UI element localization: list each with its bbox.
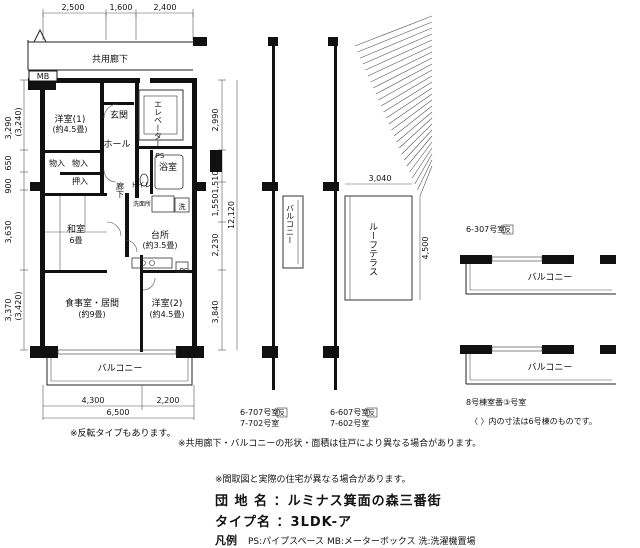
top-dim-1: 2,500 [62, 3, 85, 12]
terrace-dim-1: 3,040 [369, 174, 392, 183]
left-dim-1: 3,290 [4, 117, 13, 140]
room-living-name: 食事室・居間 [65, 297, 119, 309]
v4-balcony: バルコニー [528, 362, 573, 373]
v2-line2: 7-602号室 [330, 418, 369, 428]
variant-307: 6-307号室 反 バルコニー [460, 224, 616, 295]
roof-terrace-label: ルーフテラス [367, 222, 378, 276]
total-dim: 12,120 [227, 201, 236, 229]
bottom-dimension-line: 4,300 2,200 6,500 ※反転タイプもあります。 [42, 385, 195, 439]
corridor-label: 共用廊下 [92, 53, 128, 65]
door-swings [103, 103, 156, 291]
room-kitchen-size: (約3.5畳) [143, 240, 178, 250]
room-hall: ホール [103, 139, 130, 150]
room-ps2: PS [180, 267, 189, 275]
mid-dim-2: 1,510 [211, 171, 220, 194]
v2-line1: 6-607号室 [330, 407, 369, 417]
left-dim-5: 3,370 [4, 299, 13, 322]
room-mb: MB [37, 72, 49, 81]
left-dimension-line: 3,290 (3,240) 650 900 3,630 3,370 (3,420… [4, 79, 28, 351]
room-kitchen-name: 台所 [151, 229, 169, 241]
legend-title: 凡例 [215, 534, 237, 547]
room-corridor-in: 廊下 [116, 181, 125, 199]
reverse-note: ※反転タイプもあります。 [70, 428, 176, 439]
type-name: タイプ名 ：3LDK-ア [215, 515, 352, 530]
terrace-hatch [354, 15, 433, 197]
balcony-label: バルコニー [98, 363, 143, 374]
mid-dim-3: 1,550 [211, 194, 220, 217]
room-washer: 洗 [179, 202, 186, 211]
v3-rev: 反 [504, 225, 511, 234]
v4-label: 8号棟室番③号室 [466, 397, 526, 407]
left-dim-1-alt: (3,240) [14, 107, 23, 136]
room-western2-size: (約4.5畳) [150, 309, 185, 319]
mid-dim-4: 2,230 [211, 234, 220, 257]
v2-rev: 反 [368, 408, 375, 417]
fixtures [131, 154, 190, 273]
v3-label: 6-307号室 [466, 224, 505, 234]
variant-607: ルーフテラス 3,040 4,500 6-607号室 反 7-602号室 [323, 15, 433, 428]
room-closet-a: 物入 [49, 158, 65, 168]
left-dim-4: 3,630 [4, 221, 13, 244]
bottom-dim-1: 4,300 [82, 396, 105, 405]
room-bath: 浴室 [159, 161, 177, 173]
room-western1-name: 洋室(1) [55, 113, 86, 125]
left-dim-5-alt: (3,420) [14, 291, 23, 320]
room-western2-name: 洋室(2) [152, 297, 183, 309]
complex-name: 団 地 名 ：ルミナス箕面の森三番街 [215, 494, 442, 509]
v1-line1: 6-707号室 [240, 407, 279, 417]
top-dimension-line: 2,500 1,600 2,400 [42, 3, 194, 40]
balcony-side-label: バルコニー [286, 204, 295, 244]
legend-items: PS:パイプスペース MB:メーターボックス 洗:洗濯機置場 [248, 537, 476, 547]
left-dim-3: 900 [4, 178, 13, 193]
v1-line2: 7-702号室 [240, 418, 279, 428]
room-western1-size: (約4.5畳) [53, 124, 88, 134]
room-labels: 洋室(1) (約4.5畳) 玄関 ホール 物入 物入 押入 廊下 PS 浴室 ト… [49, 109, 189, 319]
top-dim-3: 2,400 [154, 3, 177, 12]
common-corridor: 共用廊下 [27, 28, 207, 71]
room-washroom: 洗面所 [133, 200, 151, 208]
top-dim-2: 1,600 [110, 3, 133, 12]
terrace-dim-2: 4,500 [421, 237, 430, 260]
room-washitsu-name: 和室 [67, 223, 85, 235]
bottom-dim-2: 2,200 [157, 396, 180, 405]
variant-707: バルコニー 6-707号室 反 7-702号室 [240, 37, 304, 428]
variant-8: バルコニー 8号棟室番③号室 〈 〉内の寸法は6号棟のものです。 [460, 345, 616, 426]
room-living-size: (約9畳) [78, 309, 105, 319]
room-entrance: 玄関 [110, 109, 128, 121]
meter-box: MB [28, 70, 58, 82]
bottom-dim-3: 6,500 [107, 408, 130, 417]
room-ps1: PS [156, 152, 165, 160]
room-shoe: 押入 [72, 176, 88, 186]
difference-note: ※間取図と実際の住宅が異なる場合があります。 [215, 475, 411, 485]
corridor-note: ※共用廊下・バルコニーの形状・面積は住戸により異なる場合があります。 [178, 437, 481, 449]
mid-dim-5: 3,840 [211, 301, 220, 324]
room-closet-b: 物入 [72, 158, 88, 168]
elevator: エレベーター [138, 89, 184, 148]
paren-note: 〈 〉内の寸法は6号棟のものです。 [470, 416, 597, 426]
v1-rev: 反 [278, 408, 285, 417]
room-washitsu-size: 6畳 [69, 236, 82, 245]
middle-dimension-line: 2,990 1,510 1,550 2,230 3,840 12,120 [210, 79, 238, 351]
left-dim-2: 650 [4, 155, 13, 170]
main-balcony: バルコニー [46, 349, 193, 386]
room-toilet: トイレ [131, 181, 152, 189]
mid-dim-1: 2,990 [211, 109, 220, 132]
room-elevator: エレベーター [154, 100, 163, 148]
washitsu-tatami [45, 196, 107, 270]
v3-balcony: バルコニー [528, 272, 573, 283]
